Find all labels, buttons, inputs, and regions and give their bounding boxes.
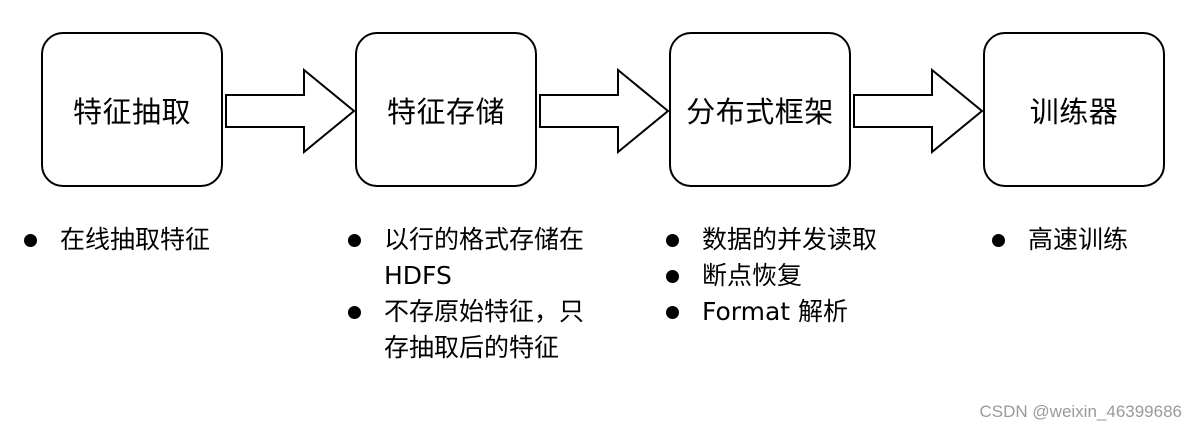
stage-notes-feature-extraction: 在线抽取特征 (22, 222, 312, 258)
stage-label: 分布式框架 (686, 94, 834, 129)
right-arrow-icon (853, 67, 984, 155)
stage-notes-trainer: 高速训练 (990, 222, 1180, 258)
stage-box-trainer: 训练器 (983, 32, 1165, 187)
note-item: Format 解析 (664, 294, 964, 330)
note-item: 断点恢复 (664, 258, 964, 294)
stage-label: 特征存储 (386, 94, 505, 129)
note-item: 在线抽取特征 (22, 222, 312, 258)
right-arrow-icon (225, 67, 356, 155)
right-arrow-icon (539, 67, 670, 155)
note-item: 不存原始特征，只存抽取后的特征 (346, 294, 586, 366)
stage-box-distributed-framework: 分布式框架 (669, 32, 851, 187)
note-item: 数据的并发读取 (664, 222, 964, 258)
note-item: 以行的格式存储在 HDFS (346, 222, 586, 294)
stage-label: 特征抽取 (72, 94, 191, 129)
watermark-text: CSDN @weixin_46399686 (979, 402, 1182, 421)
stage-box-feature-storage: 特征存储 (355, 32, 537, 187)
stage-notes-feature-storage: 以行的格式存储在 HDFS 不存原始特征，只存抽取后的特征 (346, 222, 586, 366)
note-item: 高速训练 (990, 222, 1180, 258)
stage-box-feature-extraction: 特征抽取 (41, 32, 223, 187)
stage-label: 训练器 (1029, 94, 1119, 129)
stage-notes-distributed-framework: 数据的并发读取 断点恢复 Format 解析 (664, 222, 964, 330)
